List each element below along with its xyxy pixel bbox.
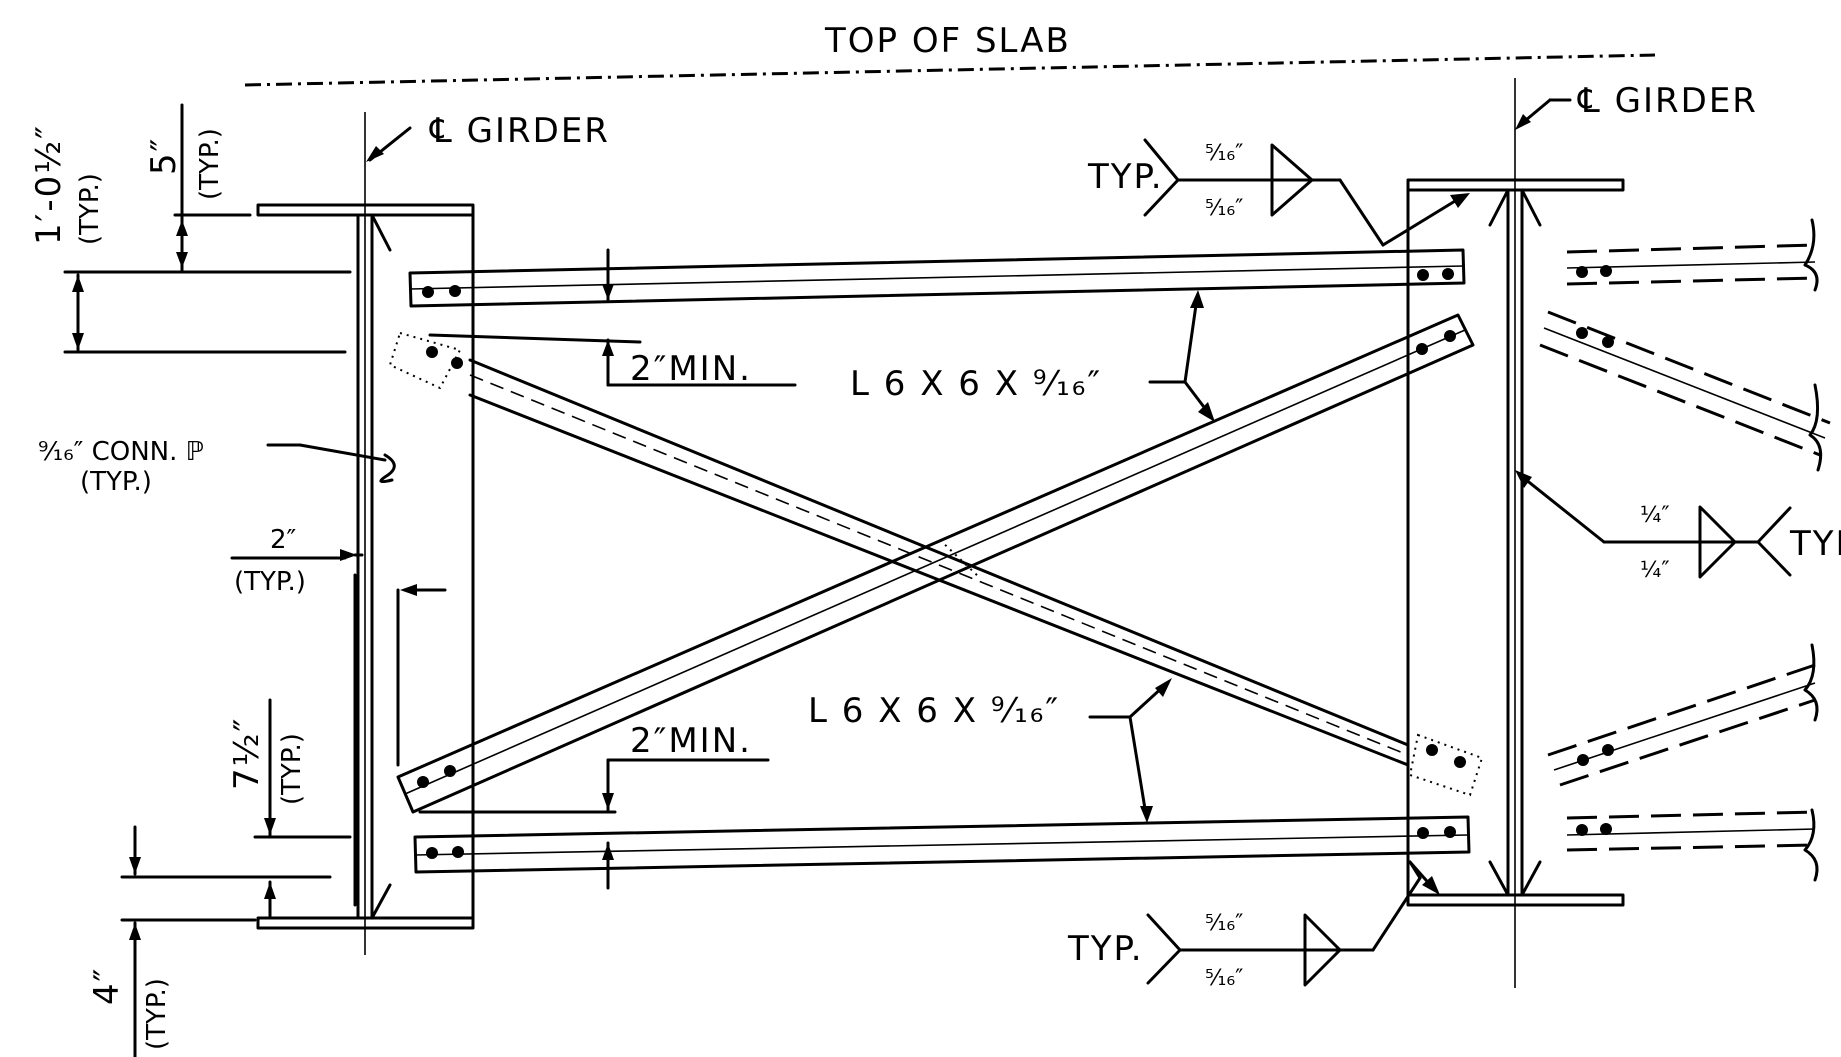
top-of-slab-label: TOP OF SLAB [824,21,1071,61]
weld-top-typ-label: TYP. [1087,157,1164,197]
angle-top-label: L 6 X 6 X ⁹⁄₁₆″ [850,364,1102,404]
svg-text:4″: 4″ [87,967,127,1005]
weld-right-typ-label: TYP [1789,524,1841,564]
conn-plate-typ-label: (TYP.) [80,467,152,497]
weld-right-size-upper: ¼″ [1640,503,1670,528]
svg-text:(TYP.): (TYP.) [277,733,307,805]
svg-text:1′-0½″: 1′-0½″ [29,124,69,245]
dim-4-typ-label: (TYP.) [142,978,172,1050]
top-of-slab-line [244,53,1656,87]
girder-right-label: ℄ GIRDER [1577,81,1758,121]
svg-text:(TYP.): (TYP.) [75,173,105,245]
weld-top-size-lower: ⁵⁄₁₆″ [1205,196,1243,221]
min-top-label: 2″MIN. [630,349,752,389]
left-girder [256,112,475,955]
dim-5-typ-label: (TYP.) [195,128,225,200]
weld-bottom-size-lower: ⁵⁄₁₆″ [1205,966,1243,991]
girder-left-label: ℄ GIRDER [429,111,610,151]
diagonal-brace-right-to-left [396,313,1475,814]
left-dimensions [63,103,352,354]
weld-bottom-typ-label: TYP. [1067,929,1144,969]
weld-top-size-upper: ⁵⁄₁₆″ [1205,141,1243,166]
angle-bottom-label: L 6 X 6 X ⁹⁄₁₆″ [808,691,1060,731]
top-strut [408,248,1466,308]
dim-7-half-typ-label: (TYP.) [277,733,307,805]
min-bottom-label: 2″MIN. [630,721,752,761]
adjacent-bay-members [1539,218,1831,882]
conn-plate-label: ⁹⁄₁₆″ CONN. ℙ [38,437,204,467]
dim-2-typ-label: (TYP.) [234,567,306,597]
svg-text:7½″: 7½″ [227,717,267,790]
weld-bottom-size-upper: ⁵⁄₁₆″ [1205,911,1243,936]
dim-2-label: 2″ [270,525,297,555]
weld-right-size-lower: ¼″ [1640,558,1670,583]
dim-4-label: 4″ [87,967,127,1005]
bottom-strut [413,815,1471,874]
right-girder [1406,78,1625,988]
svg-text:5″: 5″ [144,137,184,175]
dim-7-half-label: 7½″ [227,717,267,790]
dim-5-label: 5″ [144,137,184,175]
svg-text:(TYP.): (TYP.) [142,978,172,1050]
svg-text:(TYP.): (TYP.) [195,128,225,200]
dim-1-0-half-label: 1′-0½″ (TYP.) [29,124,105,245]
